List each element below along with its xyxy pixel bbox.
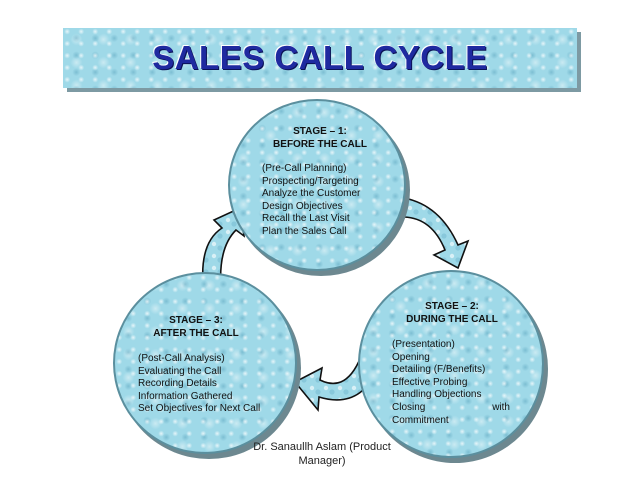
stage-1-heading: STAGE – 1: BEFORE THE CALL <box>273 126 367 150</box>
author-credit: Dr. Sanaullh Aslam (Product Manager) <box>253 441 391 467</box>
stage-3-heading: STAGE – 3: AFTER THE CALL <box>153 315 239 339</box>
stage-2-items: (Presentation) Opening Detailing (F/Bene… <box>392 339 510 426</box>
diagram-title: SALES CALL CYCLE <box>152 39 488 76</box>
arrow-stage1-to-stage2 <box>403 197 470 270</box>
stage-2-circle <box>358 270 544 458</box>
stage-2-heading: STAGE – 2: DURING THE CALL <box>406 301 498 325</box>
stage-1-items: (Pre-Call Planning) Prospecting/Targetin… <box>262 163 361 237</box>
stage-3-circle <box>113 272 297 454</box>
stage-3-items: (Post-Call Analysis) Evaluating the Call… <box>138 353 261 415</box>
title-banner: SALES CALL CYCLE <box>63 28 577 88</box>
stage-1-circle <box>228 99 406 271</box>
